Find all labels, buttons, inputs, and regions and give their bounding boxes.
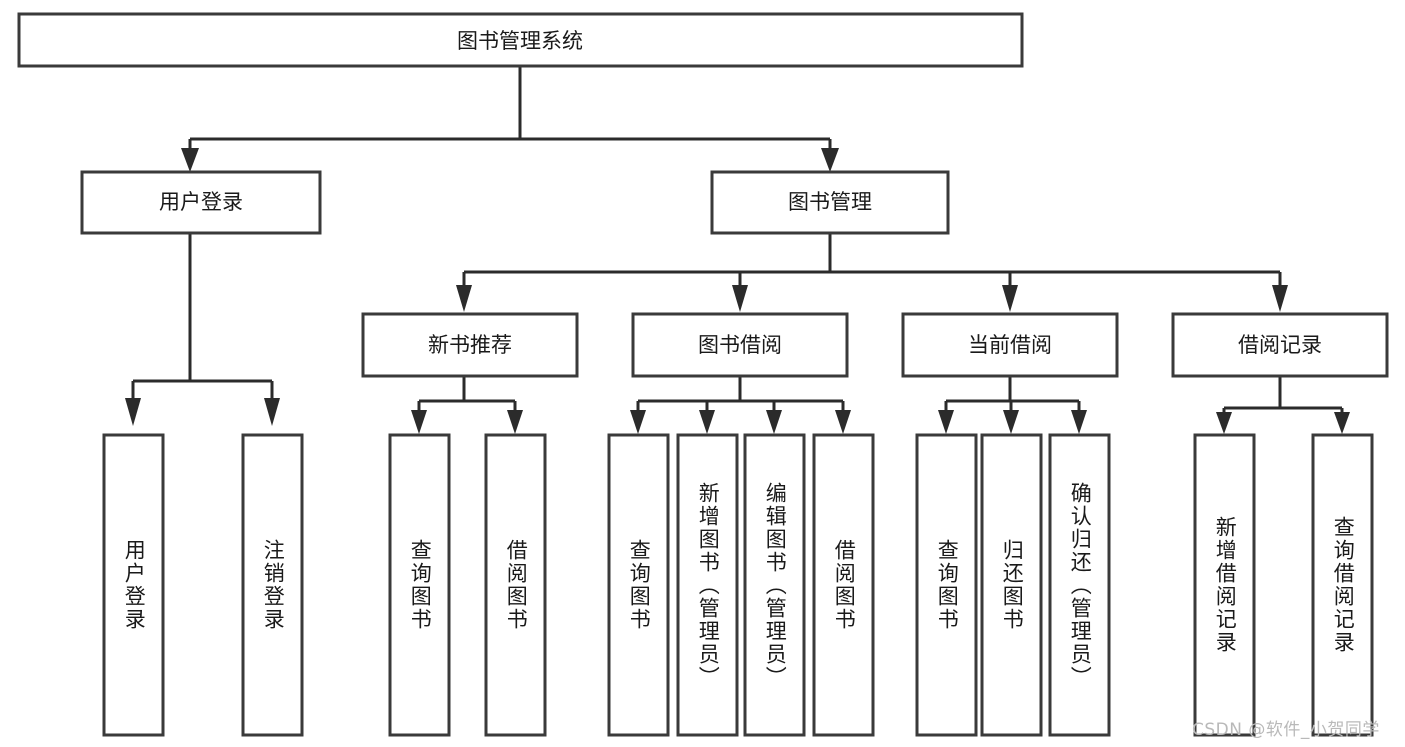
connector-group-book-manage-to-level3 [456,233,1288,312]
leaf-box-group-current-borrow [915,433,1111,737]
connector-group-root-to-level2 [181,66,839,172]
leaf-box-new-book-1[interactable] [388,433,451,737]
leaf-box-borrow-record-1[interactable] [1193,433,1256,737]
node-borrow-record[interactable]: 借阅记录 [1171,312,1389,378]
node-user-login[interactable]: 用户登录 [80,170,322,235]
arrow-head-book-borrow-leaf1 [630,410,646,434]
connector-group-new-book-to-leaves [411,377,523,434]
node-book-management[interactable]: 图书管理 [710,170,950,235]
leaf-box-book-borrow-1[interactable] [607,433,670,737]
arrow-head-borrow-record-leaf1 [1216,412,1232,434]
arrow-head-current-borrow-leaf3 [1071,410,1087,434]
leaf-box-user-login-2[interactable] [241,433,304,737]
leaf-box-group-new-book-recommend [388,433,547,737]
node-book-borrow[interactable]: 图书借阅 [631,312,849,378]
leaf-box-group-user-login [102,433,304,737]
node-new-book-recommend-label: 新书推荐 [428,333,512,357]
arrow-head-borrow-record [1272,285,1288,312]
arrow-head-current-borrow-leaf2 [1003,410,1019,434]
node-user-login-label: 用户登录 [159,190,243,214]
connector-group-book-borrow-to-leaves [630,377,851,434]
leaf-box-book-borrow-2[interactable] [676,433,739,737]
node-new-book-recommend-box[interactable] [361,312,579,378]
node-root-box[interactable] [17,12,1024,68]
arrow-head-current-borrow-leaf1 [938,410,954,434]
node-borrow-record-label: 借阅记录 [1238,333,1322,357]
node-current-borrow[interactable]: 当前借阅 [901,312,1119,378]
connector-group-borrow-record-to-leaves [1216,377,1350,434]
leaf-box-group-borrow-record [1193,433,1374,737]
arrow-head-book-borrow [732,285,748,312]
leaf-box-borrow-record-2[interactable] [1311,433,1374,737]
node-new-book-recommend[interactable]: 新书推荐 [361,312,579,378]
csdn-watermark: CSDN @软件_小贺同学 [1192,720,1380,740]
node-borrow-record-box[interactable] [1171,312,1389,378]
node-current-borrow-label: 当前借阅 [968,333,1052,357]
arrow-head-user-login-leaf2 [264,398,280,426]
arrow-head-user-login [181,148,199,172]
leaf-box-group-book-borrow [607,433,875,737]
node-book-management-box[interactable] [710,170,950,235]
node-book-management-label: 图书管理 [788,190,872,214]
leaf-box-current-borrow-3[interactable] [1048,433,1111,737]
leaf-box-book-borrow-3[interactable] [743,433,806,737]
node-root-label: 图书管理系统 [457,29,583,53]
arrow-head-book-borrow-leaf2 [699,410,715,434]
arrow-head-user-login-leaf1 [125,398,141,426]
node-book-borrow-label: 图书借阅 [698,333,782,357]
arrow-head-new-book-leaf2 [507,410,523,434]
node-root-book-management-system[interactable]: 图书管理系统 [17,12,1024,68]
leaf-box-new-book-2[interactable] [484,433,547,737]
connector-group-user-login-to-leaves [125,233,280,426]
node-user-login-box[interactable] [80,170,322,235]
arrow-head-book-borrow-leaf4 [835,410,851,434]
node-current-borrow-box[interactable] [901,312,1119,378]
arrow-head-current-borrow [1002,285,1018,312]
node-book-borrow-box[interactable] [631,312,849,378]
arrow-head-borrow-record-leaf2 [1334,412,1350,434]
leaf-box-user-login-1[interactable] [102,433,165,737]
arrow-head-book-manage [821,148,839,172]
leaf-box-current-borrow-1[interactable] [915,433,978,737]
arrow-head-new-book-leaf1 [411,410,427,434]
arrow-head-new-book [456,285,472,312]
leaf-box-current-borrow-2[interactable] [980,433,1043,737]
leaf-box-book-borrow-4[interactable] [812,433,875,737]
connector-group-current-borrow-to-leaves [938,377,1087,434]
arrow-head-book-borrow-leaf3 [766,410,782,434]
